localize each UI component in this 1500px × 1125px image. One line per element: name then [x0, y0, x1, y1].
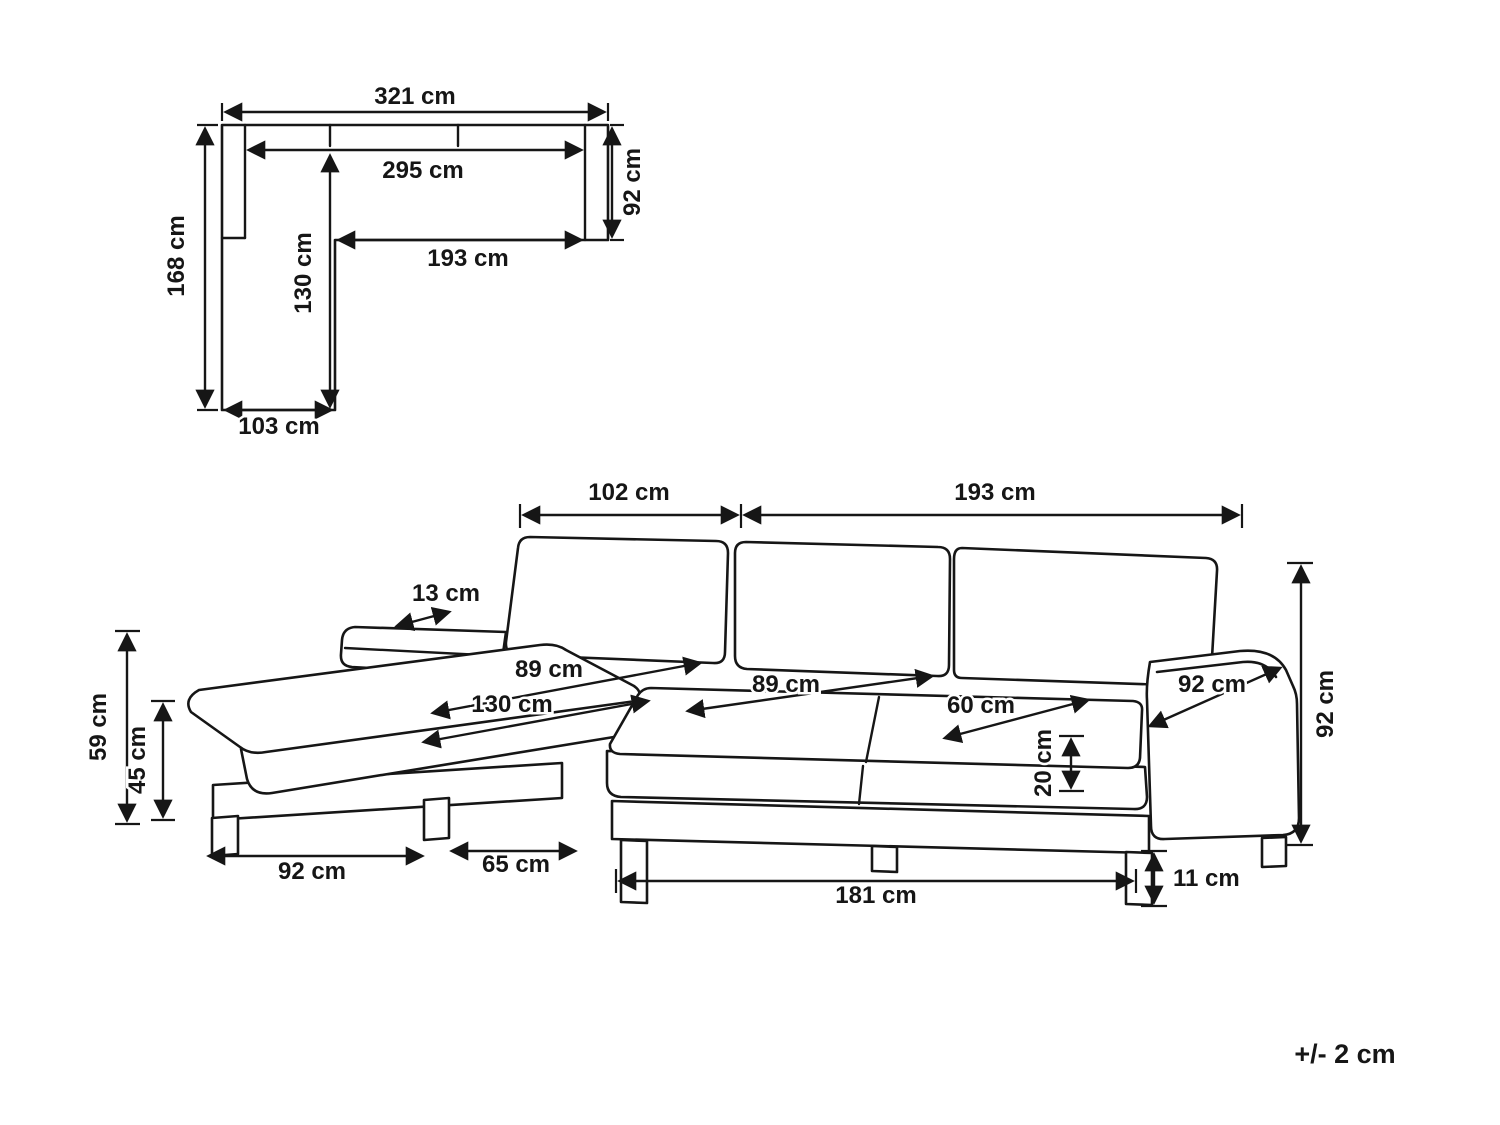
perspective-dimensions: 102 cm 193 cm 13 cm 89 cm 130 cm 89 cm 6…	[83, 477, 1342, 912]
dim-label-base-length: 181 cm	[835, 882, 916, 909]
armrest-leg	[1260, 835, 1288, 869]
chaise-leg-left	[210, 814, 240, 858]
dim-label-plan-depth: 92 cm	[619, 148, 646, 216]
dim-label-armrest-depth: 92 cm	[1178, 671, 1246, 698]
dim-arrow-armrest-depth	[1147, 665, 1283, 729]
dim-label-armrest-thickness: 13 cm	[412, 580, 480, 607]
back-cushion-left	[504, 535, 730, 665]
dim-label-plan-seat-width: 193 cm	[427, 245, 508, 272]
dim-label-chaise-cushion-length: 130 cm	[471, 691, 552, 718]
seat-cushion-divider-front	[857, 764, 865, 806]
dim-label-chaise-cushion-depth: 89 cm	[515, 656, 583, 683]
dim-label-chaise-base-length: 92 cm	[278, 858, 346, 885]
dim-label-plan-overall-depth: 168 cm	[163, 215, 190, 296]
back-cushion-middle	[733, 540, 952, 678]
dim-label-chaise-height: 59 cm	[85, 693, 112, 761]
perspective-view	[187, 535, 1301, 907]
dim-label-seat-cushion-width: 60 cm	[947, 692, 1015, 719]
sofa-leg-left	[619, 838, 649, 905]
dim-label-left-back-width: 102 cm	[588, 479, 669, 506]
dim-label-cushion-thickness: 20 cm	[1030, 729, 1057, 797]
dim-arrow-seat-cushion-width	[942, 694, 1091, 744]
dim-label-plan-chaise-width: 103 cm	[238, 413, 319, 440]
chaise-leg-right	[422, 796, 451, 842]
dim-arrow-chaise-cushion-length	[421, 694, 651, 749]
dim-label-leg-height: 11 cm	[1173, 865, 1240, 892]
dim-label-plan-chaise-length: 130 cm	[290, 232, 317, 313]
dim-label-seat-cushion-depth: 89 cm	[752, 671, 820, 698]
dim-label-right-back-width: 193 cm	[954, 479, 1035, 506]
dim-arrow-seat-cushion-depth	[685, 668, 935, 719]
seat-cushion-top	[608, 686, 1144, 770]
sofa-leg-right	[1124, 850, 1154, 907]
dim-label-seat-height: 45 cm	[124, 726, 151, 794]
plan-dimensions: 321 cm 295 cm 92 cm 193 cm 168 cm 130 cm…	[161, 81, 649, 443]
chaise-plinth	[211, 761, 564, 822]
dim-arrow-armrest-thickness	[394, 606, 452, 632]
dim-label-overall-height: 92 cm	[1312, 670, 1339, 738]
dim-label-plan-inner-width: 295 cm	[382, 157, 463, 184]
tolerance-note: +/- 2 cm	[1294, 1039, 1395, 1069]
sofa-center-support	[870, 844, 899, 874]
dim-label-plan-overall-width: 321 cm	[374, 83, 455, 110]
dim-label-chaise-base-width: 65 cm	[482, 851, 550, 878]
